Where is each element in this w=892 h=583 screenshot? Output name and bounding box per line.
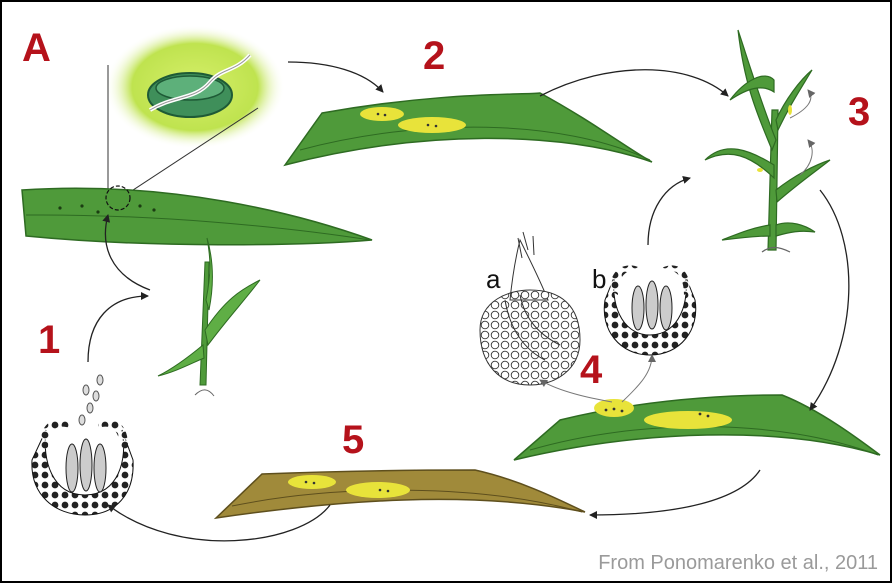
step-label-4: 4 — [580, 350, 602, 390]
step-label-2: 2 — [423, 36, 445, 76]
pseudothecium-releasing-spores — [32, 375, 133, 515]
step-label-3: 3 — [848, 92, 870, 132]
stoma-closeup — [105, 25, 285, 149]
source-credit: From Ponomarenko et al., 2011 — [598, 552, 878, 575]
step-label-5: 5 — [342, 420, 364, 460]
step-label-1: 1 — [38, 320, 60, 360]
pseudothecium-b — [604, 265, 696, 355]
infection-leaf — [22, 186, 372, 245]
seedling — [158, 238, 260, 396]
lesion-leaf-2 — [285, 93, 652, 165]
perithecium-a — [480, 232, 580, 385]
lesion-leaf-4 — [514, 395, 880, 460]
panel-label: A — [22, 28, 51, 68]
sublabel-a: a — [486, 266, 500, 292]
sublabel-b: b — [592, 266, 606, 292]
mature-plant-3 — [705, 30, 830, 252]
dead-leaf-5 — [216, 470, 585, 518]
